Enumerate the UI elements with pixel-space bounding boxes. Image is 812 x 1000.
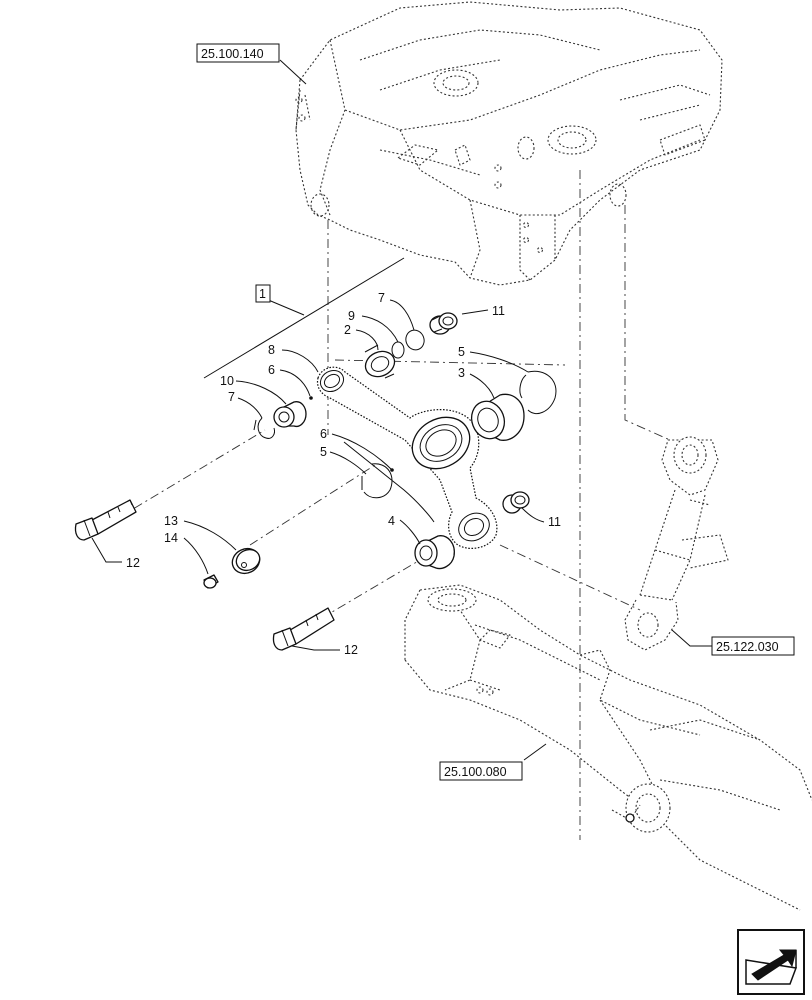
callout-10: 10 xyxy=(220,374,234,388)
front-frame-outline xyxy=(295,1,723,286)
assembly-label-box: 1 xyxy=(255,284,271,303)
bolt-12-upper xyxy=(74,499,137,541)
snap-rings-top xyxy=(391,329,425,359)
grease-fitting-11-bottom xyxy=(502,491,530,514)
grease-fitting-11-top xyxy=(429,312,458,335)
callout-7-left: 7 xyxy=(228,390,235,404)
reference-axle[interactable]: 25.100.080 xyxy=(439,761,523,781)
callout-9: 9 xyxy=(348,309,355,323)
center-lines xyxy=(117,170,671,840)
bolt-12-lower xyxy=(272,607,335,651)
callout-3: 3 xyxy=(458,366,465,380)
assembly-label: 1 xyxy=(259,287,266,301)
callout-6-upper: 6 xyxy=(268,363,275,377)
reference-cylinder[interactable]: 25.122.030 xyxy=(711,636,795,656)
callout-14: 14 xyxy=(164,531,178,545)
callout-5-upper: 5 xyxy=(458,345,465,359)
reference-axle-label: 25.100.080 xyxy=(444,765,507,779)
callout-4: 4 xyxy=(388,514,395,528)
reference-frame-top-label: 25.100.140 xyxy=(201,47,264,61)
callout-6-middle: 6 xyxy=(320,427,327,441)
callout-11-bottom: 11 xyxy=(548,515,561,529)
snap-ring-7-left xyxy=(253,417,275,439)
snap-ring-5-upper xyxy=(519,370,557,414)
snap-ring-5-left xyxy=(361,463,393,499)
callout-2: 2 xyxy=(344,323,351,337)
bearing-3 xyxy=(470,393,525,441)
screw-14 xyxy=(203,574,219,589)
next-page-arrow-icon[interactable] xyxy=(737,929,805,995)
callout-8: 8 xyxy=(268,343,275,357)
callout-12-lower: 12 xyxy=(344,643,358,657)
callout-11-top: 11 xyxy=(492,304,505,318)
bearing-4 xyxy=(414,535,455,570)
leader-lines xyxy=(91,59,712,761)
bushing-2 xyxy=(364,344,396,379)
callout-5-left: 5 xyxy=(320,445,327,459)
front-axle-outline xyxy=(404,584,812,911)
steering-cylinder-outline xyxy=(624,436,729,651)
link-arm xyxy=(316,366,498,549)
callout-12-upper: 12 xyxy=(126,556,140,570)
reference-cylinder-label: 25.122.030 xyxy=(716,640,779,654)
washer-13 xyxy=(231,547,261,575)
callout-numbers: 7 9 11 2 8 5 6 3 10 7 6 5 4 11 13 14 12 … xyxy=(126,291,561,657)
callout-7-top: 7 xyxy=(378,291,385,305)
bushing-10 xyxy=(273,401,307,428)
reference-frame-top[interactable]: 25.100.140 xyxy=(196,43,280,63)
callout-13: 13 xyxy=(164,514,178,528)
